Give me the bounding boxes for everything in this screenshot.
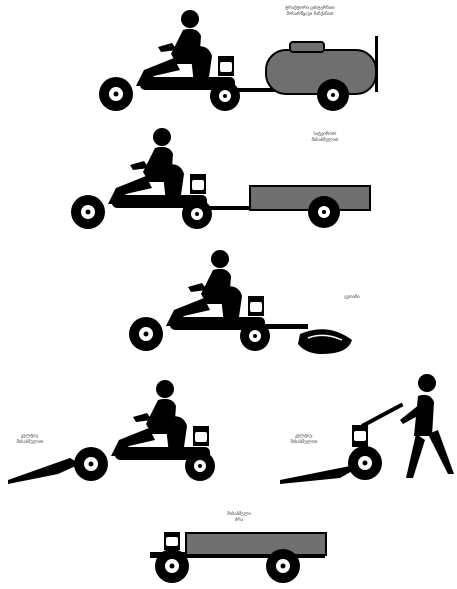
person-leg-front	[428, 430, 454, 474]
wheel-icon	[210, 81, 240, 111]
tank-trailer-icon	[266, 36, 378, 111]
trailer-bed	[186, 533, 326, 555]
handlebar	[361, 403, 403, 428]
driver-icon	[166, 250, 231, 326]
tractor-icon	[74, 380, 215, 481]
person-leg-back	[406, 434, 425, 478]
label-cargo-trailer: სატვირთო მისაბმელით	[290, 132, 360, 144]
label-cultivator-left: კულტივ. მისაბმელით	[2, 434, 58, 446]
driver-icon	[136, 10, 201, 86]
label-line: ძრა	[212, 518, 266, 524]
scene-hand-tractor	[280, 374, 454, 484]
driver-torso	[171, 29, 201, 64]
label-cultivator-right: კულტივ. მისაბმელით	[276, 434, 332, 446]
cultivator-blade-right	[280, 466, 354, 484]
cargo-trailer-icon	[250, 186, 370, 228]
driver-icon	[111, 380, 176, 456]
walking-person-icon	[400, 374, 454, 478]
label-line: მოსარწყავი მანქანით	[255, 12, 365, 18]
scene-tractor-cultivator	[74, 380, 215, 481]
cultivator-blade-left	[8, 458, 80, 484]
wheel-icon	[317, 79, 349, 111]
cultivator-icon	[280, 466, 354, 484]
cultivator-icon	[8, 458, 80, 484]
scene-tractor-cargo	[71, 128, 249, 229]
scene-tractor-plough	[129, 250, 308, 351]
tractor-icon	[99, 10, 277, 111]
label-line: მისაბმელით	[2, 440, 58, 446]
label-line: მისაბმელით	[276, 440, 332, 446]
wheel-icon	[99, 77, 133, 111]
driver-head	[181, 10, 199, 28]
plough-icon	[298, 329, 352, 354]
plough-blade	[298, 329, 352, 354]
tractor-icon	[129, 250, 308, 351]
tractor-icon	[348, 403, 404, 480]
label-tank-trailer: ტრაქტორი ცისტერნით მოსარწყავი მანქანით	[255, 6, 365, 18]
label-line: გუთანი	[330, 295, 374, 301]
driver-icon	[108, 128, 173, 204]
label-trailer-only: მისაბმელი ძრა	[212, 512, 266, 524]
scene-trailer-only	[150, 532, 326, 583]
tank-gauge	[375, 36, 378, 92]
tank-hatch	[290, 42, 324, 52]
label-line: მისაბმელით	[290, 138, 360, 144]
label-plough: გუთანი	[330, 295, 374, 301]
tractor-icon	[71, 128, 249, 229]
scene-tractor-tank	[99, 10, 378, 111]
engine-window	[220, 62, 232, 72]
